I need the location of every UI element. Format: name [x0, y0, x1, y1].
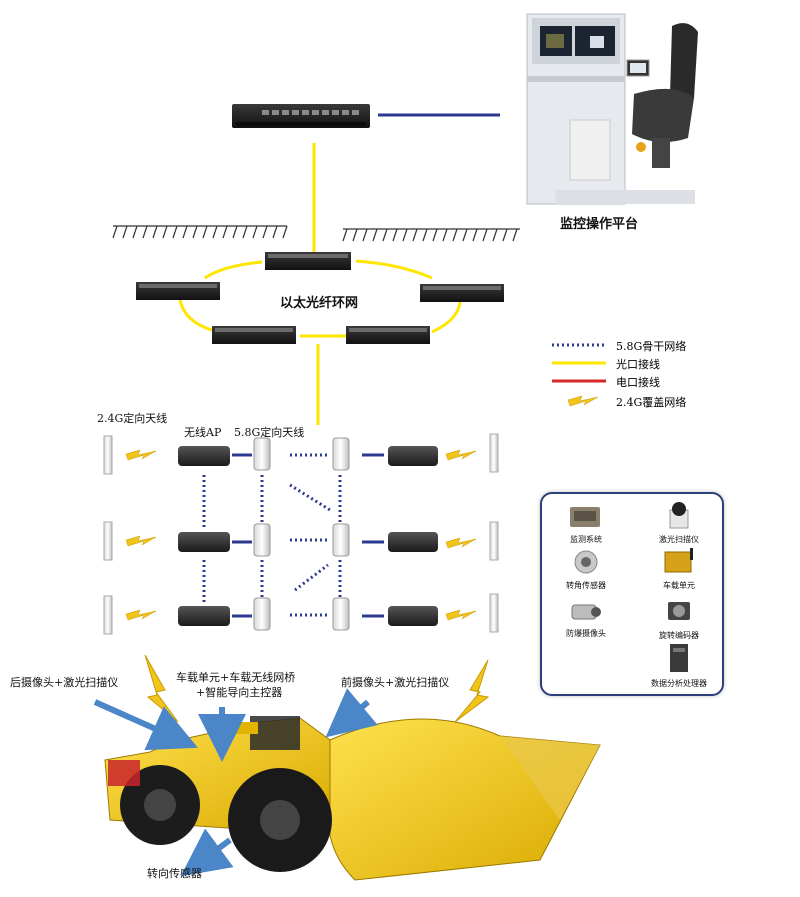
vehicle-unit-icon — [664, 548, 693, 573]
ring-switch-right — [420, 284, 504, 302]
ap-links — [232, 453, 384, 618]
tunnel-roof-left — [112, 225, 288, 239]
ap-label: 无线AP — [184, 426, 222, 439]
fiber-ring — [178, 259, 462, 338]
device-data-processor: 数据分析处理器 — [640, 642, 718, 689]
legend-item-backbone: 5.8G骨干网络 — [616, 340, 687, 353]
camera-icon — [571, 604, 601, 620]
platform-label: 监控操作平台 — [560, 217, 639, 232]
steer-sensor-label: 转向传感器 — [147, 867, 202, 880]
center-unit-label-2: +智能导向主控器 — [196, 686, 283, 699]
ring-switch-top — [265, 252, 351, 270]
device-laser-scanner: 激光扫描仪 — [644, 500, 714, 545]
legend-item-fiber: 光口接线 — [616, 358, 660, 371]
wireless-ap-units — [178, 446, 438, 626]
tunnel-roof-right — [342, 228, 520, 242]
rotary-encoder-icon — [668, 602, 690, 620]
device-angle-sensor: 转角传感器 — [556, 548, 616, 591]
antenna-24-label: 2.4G定向天线 — [97, 412, 168, 425]
monitor-system-icon — [570, 507, 600, 527]
legend-symbols — [552, 343, 606, 407]
antenna-58-label: 5.8G定向天线 — [234, 426, 305, 439]
ring-label: 以太光纤环网 — [280, 296, 359, 311]
ring-switch-bottom-right — [346, 326, 430, 344]
device-monitor: 监测系统 — [556, 504, 616, 545]
backbone-links — [202, 453, 342, 617]
device-rotary-encoder: 旋转编码器 — [644, 596, 714, 641]
device-vehicle-unit: 车载单元 — [644, 546, 714, 591]
device-explosion-proof-camera: 防爆摄像头 — [552, 598, 620, 639]
device-panel: 监测系统 激光扫描仪 转角传感器 车载单元 防爆摄像头 旋转编码器 数据分析处理… — [540, 492, 724, 696]
ring-switch-bottom-left — [212, 326, 296, 344]
laser-scanner-icon — [669, 502, 689, 529]
ring-switch-left — [136, 282, 220, 300]
legend-item-copper: 电口接线 — [616, 376, 660, 389]
vehicle-bolt-right — [454, 659, 490, 723]
vehicle-bolt-left — [144, 654, 179, 723]
control-console — [526, 13, 698, 205]
loader-vehicle — [104, 716, 601, 881]
center-unit-label-1: 车载单元+车载无线网桥 — [176, 671, 296, 684]
front-sensor-label: 前摄像头+激光扫描仪 — [341, 676, 450, 689]
rear-sensor-label: 后摄像头+激光扫描仪 — [10, 676, 119, 689]
legend-item-coverage: 2.4G覆盖网络 — [616, 396, 687, 409]
core-switch — [232, 104, 370, 128]
antenna-24-right — [489, 433, 499, 633]
antenna-58-units — [253, 437, 350, 631]
callout-arrows — [93, 688, 378, 877]
antenna-24-left — [103, 435, 113, 635]
data-processor-icon — [670, 644, 688, 672]
angle-sensor-icon — [574, 550, 598, 574]
